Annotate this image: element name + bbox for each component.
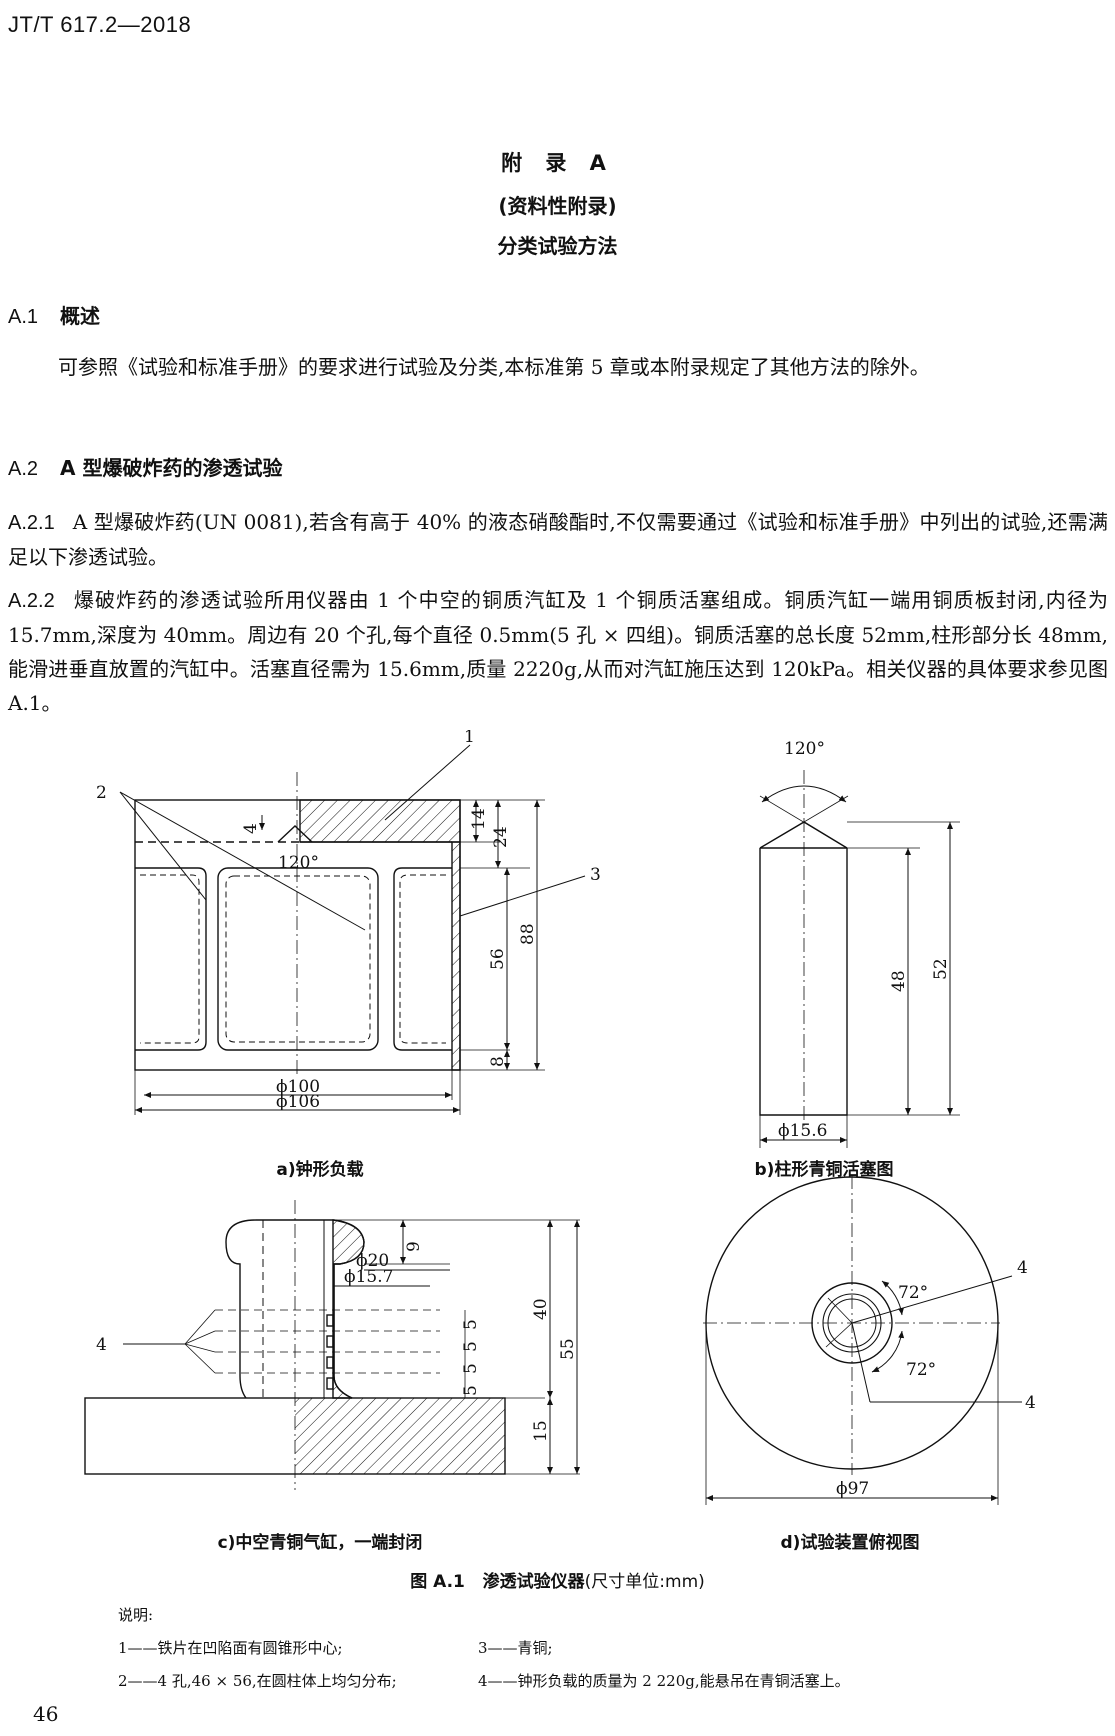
subfigure-b-piston xyxy=(759,770,960,1148)
dim-angle-120 xyxy=(761,785,847,803)
label-phi100: ϕ100 xyxy=(276,1077,320,1097)
label-dim-15: 15 xyxy=(531,1420,551,1442)
label-1: 1 xyxy=(464,730,475,747)
notes-title: 说明: xyxy=(118,1606,154,1624)
window-right-inner xyxy=(399,874,446,1044)
label-dim-5a: 5 xyxy=(461,1319,481,1330)
window-right xyxy=(393,867,452,1051)
label-phi156: ϕ15.6 xyxy=(778,1121,827,1141)
label-angle-120: 120° xyxy=(784,739,825,759)
dim-angle-72b xyxy=(871,1330,905,1373)
label-4a: 4 xyxy=(1017,1258,1028,1278)
label-phi106: ϕ106 xyxy=(276,1092,320,1112)
label-angle-72b: 72° xyxy=(906,1360,936,1380)
hole-1 xyxy=(326,1314,334,1327)
window-left-inner xyxy=(140,874,200,1044)
label-dim-5d: 5 xyxy=(461,1385,481,1396)
label-dim-55: 55 xyxy=(558,1338,578,1360)
label-4: 4 xyxy=(96,1335,107,1355)
label-dim-5b: 5 xyxy=(461,1341,481,1352)
label-4b: 4 xyxy=(1025,1393,1036,1413)
label-phi20: ϕ20 xyxy=(356,1251,389,1271)
subfigure-c-cylinder xyxy=(84,1200,580,1490)
section-a1-heading: A.1 概述 xyxy=(8,300,100,329)
note-3: 3——青铜; xyxy=(478,1639,553,1657)
page-number: 46 xyxy=(33,1702,59,1726)
caption-c: c)中空青铜气缸，一端封闭 xyxy=(217,1533,423,1553)
leader-4a xyxy=(851,1275,1013,1324)
figure-number: 图 A.1 xyxy=(410,1572,465,1592)
hole-3 xyxy=(326,1356,334,1369)
base-plate-hatched xyxy=(295,1398,505,1474)
subfigure-c-labels: 4 9 ϕ20 ϕ15.7 40 55 15 5 5 5 5 xyxy=(96,1241,578,1442)
annex-subtitle: (资料性附录) xyxy=(498,194,617,218)
piston-body xyxy=(759,848,848,1116)
label-dim-4: 4 xyxy=(241,823,261,834)
figure-title: 渗透试验仪器 xyxy=(482,1572,585,1592)
annex-title: 附 录 A xyxy=(501,151,614,175)
figure-unit: (尺寸单位:mm) xyxy=(584,1572,705,1592)
cylinder-wall-hatched xyxy=(332,1219,365,1399)
section-number: A.2 xyxy=(8,458,39,480)
label-phi97: ϕ97 xyxy=(836,1479,869,1499)
piston-tip xyxy=(759,821,848,849)
leader-2b xyxy=(119,791,366,931)
section-a1-paragraph: 可参照《试验和标准手册》的要求进行试验及分类,本标准第 5 章或本附录规定了其他… xyxy=(58,355,930,379)
dim-angle-72a xyxy=(881,1280,904,1316)
label-2: 2 xyxy=(96,783,107,803)
hatched-wall xyxy=(451,841,461,1071)
label-dim-56: 56 xyxy=(488,948,508,970)
clause-text: 爆破炸药的渗透试验所用仪器由 1 个中空的铜质汽缸及 1 个铜质活塞组成。铜质汽… xyxy=(8,588,1108,715)
note-2: 2——4 孔,46 × 56,在圆柱体上均匀分布; xyxy=(118,1672,397,1690)
figure-a1: 1 2 3 120° 4 14 24 56 88 8 ϕ100 ϕ106 120… xyxy=(84,730,1036,1505)
clause-text: A 型爆破炸药(UN 0081),若含有高于 40% 的液态硝酸酯时,不仅需要通… xyxy=(8,510,1108,569)
label-angle-72a: 72° xyxy=(898,1283,928,1303)
hole-4 xyxy=(326,1377,334,1390)
clause-number: A.2.1 xyxy=(8,512,55,534)
section-title: 概述 xyxy=(60,304,101,328)
subfigure-a-bell-load xyxy=(119,744,586,1115)
subfigure-a-labels: 1 2 3 120° 4 14 24 56 88 8 ϕ100 ϕ106 xyxy=(96,730,601,1112)
note-1: 1——铁片在凹陷面有圆锥形中心; xyxy=(118,1639,343,1657)
annex-name: 分类试验方法 xyxy=(497,234,618,258)
section-a2-heading: A.2 A 型爆破炸药的渗透试验 xyxy=(8,452,282,481)
leader-1 xyxy=(384,744,471,821)
section-number: A.1 xyxy=(8,306,39,328)
leader-2a xyxy=(119,791,207,901)
window-center xyxy=(217,867,379,1051)
subfigure-d-top-view xyxy=(703,1175,1022,1505)
label-dim-5c: 5 xyxy=(461,1363,481,1374)
label-phi157: ϕ15.7 xyxy=(344,1267,393,1287)
label-dim-40: 40 xyxy=(531,1298,551,1320)
note-4: 4——钟形负载的质量为 2 220g,能悬吊在青铜活塞上。 xyxy=(478,1672,850,1690)
caption-a: a)钟形负载 xyxy=(276,1160,364,1180)
window-center-inner xyxy=(225,875,371,1043)
label-angle-120: 120° xyxy=(278,853,319,873)
document-code: JT/T 617.2—2018 xyxy=(8,12,192,37)
label-dim-8: 8 xyxy=(488,1056,508,1067)
subfigure-d-labels: 4 4 72° 72° ϕ97 xyxy=(836,1258,1036,1499)
caption-b: b)柱形青铜活塞图 xyxy=(754,1160,894,1180)
caption-d: d)试验装置俯视图 xyxy=(780,1533,920,1553)
figure-caption: 图 A.1 渗透试验仪器(尺寸单位:mm) xyxy=(0,1567,1115,1592)
clause-number: A.2.2 xyxy=(8,590,55,612)
hole-2 xyxy=(326,1335,334,1348)
label-dim-9: 9 xyxy=(404,1241,424,1252)
subfigure-b-labels: 120° 48 52 ϕ15.6 xyxy=(778,739,951,1141)
hatched-plate xyxy=(299,799,461,843)
section-title: A 型爆破炸药的渗透试验 xyxy=(60,456,283,480)
leader-3 xyxy=(459,875,586,917)
cone-recess xyxy=(277,825,313,843)
label-dim-52: 52 xyxy=(931,958,951,980)
label-3: 3 xyxy=(590,865,601,885)
window-left xyxy=(135,867,207,1051)
label-dim-88: 88 xyxy=(518,923,538,945)
label-dim-14: 14 xyxy=(469,808,489,830)
label-dim-48: 48 xyxy=(889,970,909,992)
label-dim-24: 24 xyxy=(491,826,511,848)
